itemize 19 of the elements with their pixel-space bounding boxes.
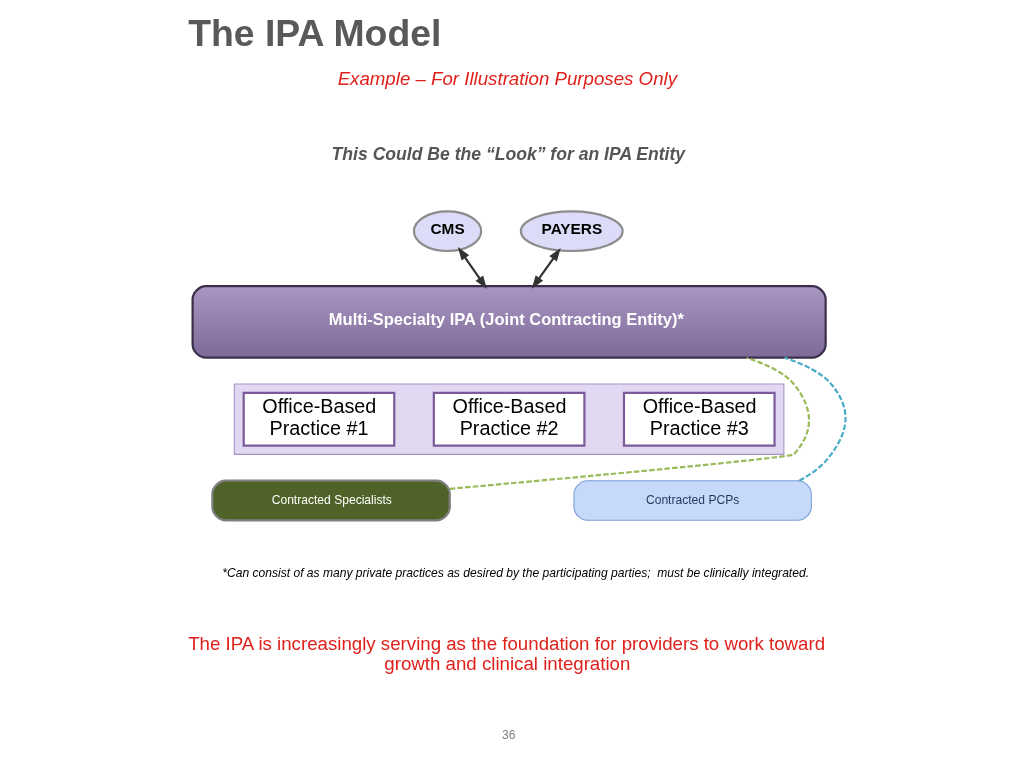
cluster bbox=[233, 383, 784, 455]
node-ellipse: CMS bbox=[412, 210, 482, 253]
connector bbox=[783, 356, 847, 482]
arrow bbox=[457, 247, 487, 289]
node-box: Office-Based Practice #1 bbox=[242, 391, 395, 447]
label: 36 bbox=[501, 727, 515, 742]
label: Example – For Illustration Purposes Only bbox=[337, 68, 677, 90]
node-box: Office-Based Practice #3 bbox=[622, 391, 776, 447]
node-box: Multi-Specialty IPA (Joint Contracting Entity)* bbox=[191, 285, 827, 359]
node-box: Office-Based Practice #2 bbox=[432, 391, 585, 447]
node-ellipse: PAYERS bbox=[519, 210, 624, 253]
label: This Could Be the “Look” for an IPA Entity bbox=[331, 143, 685, 164]
node-box: Contracted PCPs bbox=[572, 480, 812, 521]
label: *Can consist of as many private practices as desired by the participating parties; must be clinically integrated. bbox=[221, 566, 809, 581]
diagram-title: The IPA Model bbox=[187, 11, 441, 54]
node-box: Contracted Specialists bbox=[210, 479, 451, 522]
arrow bbox=[531, 247, 561, 289]
connector bbox=[449, 356, 810, 490]
label: The IPA is increasingly serving as the foundation for providers to work toward growth and clinical integration bbox=[187, 632, 825, 675]
